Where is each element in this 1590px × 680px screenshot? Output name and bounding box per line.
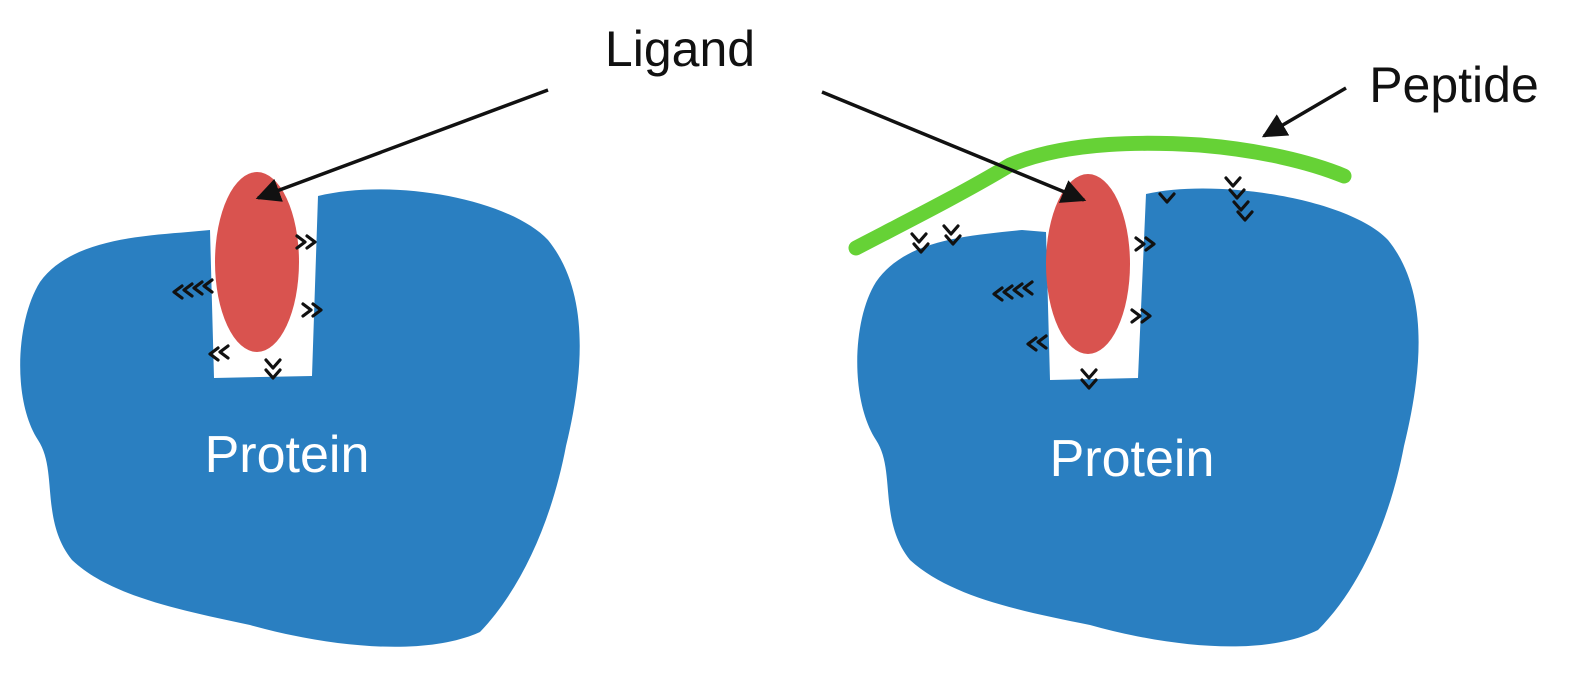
- chevron-icon: [301, 302, 323, 318]
- ligand-callout: Ligand: [605, 21, 755, 77]
- right-panel: Protein: [848, 135, 1419, 647]
- protein-body-left: [20, 189, 580, 647]
- ligand-right: [1046, 174, 1130, 354]
- chevron-icon: [1080, 368, 1098, 390]
- chevron-icon: [295, 234, 317, 250]
- callouts: Ligand Peptide: [255, 21, 1539, 203]
- chevron-icon: [1134, 236, 1156, 252]
- peptide-leader: [1261, 86, 1347, 138]
- chevron-icon: [264, 358, 282, 380]
- left-panel: Protein: [20, 172, 580, 647]
- protein-body-right: [857, 188, 1419, 647]
- interaction-marks-right: [910, 176, 1254, 390]
- ligand-left: [215, 172, 299, 352]
- chevron-icon: [1026, 334, 1048, 352]
- protein-label-right: Protein: [1050, 430, 1215, 488]
- chevron-icon: [1130, 308, 1152, 324]
- chevron-icon: [992, 280, 1034, 302]
- chevron-icon: [1158, 192, 1176, 204]
- chevron-icon: [910, 232, 930, 254]
- ligand-leader-left: [255, 88, 549, 202]
- interaction-marks-left: [172, 234, 323, 380]
- chevron-icon: [208, 344, 230, 362]
- peptide-chain: [848, 135, 1352, 256]
- ligand-leader-right: [821, 90, 1087, 203]
- chevron-icon: [172, 278, 214, 300]
- peptide-callout: Peptide: [1369, 57, 1539, 113]
- chevron-icon: [1224, 176, 1254, 222]
- chevron-icon: [942, 224, 962, 246]
- protein-label-left: Protein: [205, 426, 370, 484]
